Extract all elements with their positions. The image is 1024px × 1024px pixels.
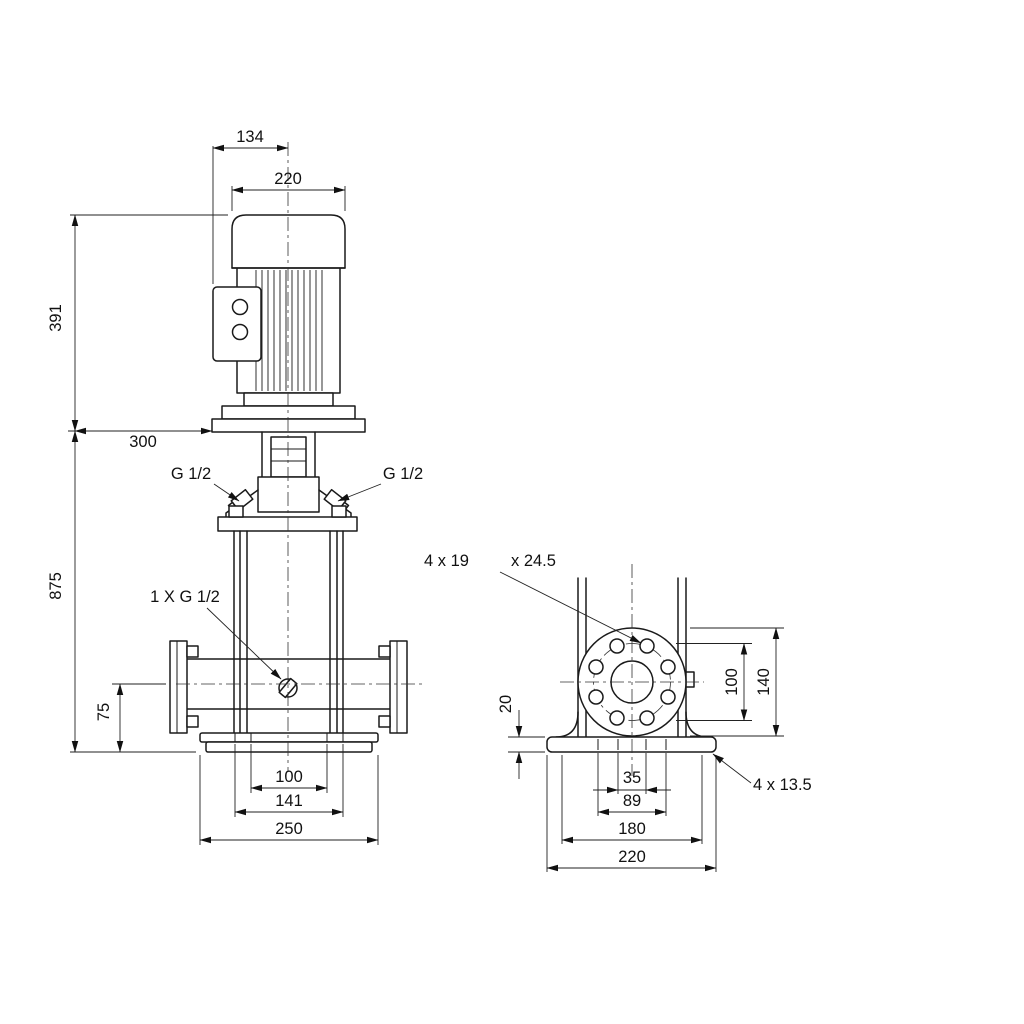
- leader-drain: [206, 607, 282, 680]
- motor: [212, 214, 346, 394]
- leader-flange-holes: [499, 571, 642, 644]
- pump-head: [217, 476, 358, 532]
- bolt-hole: [609, 638, 625, 654]
- dim-motor-height-391: 391: [47, 304, 65, 332]
- base-plate-front: [199, 732, 379, 753]
- discharge-flange: [378, 640, 408, 734]
- labels: 134 220 391 300 875 G 1/2 G 1/2 1 X G 1/…: [47, 128, 812, 866]
- label-base-holes: 4 x 13.5: [753, 776, 812, 794]
- dim-slot-35: 35: [623, 769, 641, 787]
- dim-clearance-300: 300: [129, 433, 157, 451]
- base-plate-side: [546, 736, 717, 753]
- label-flange-holes-a: 4 x 19: [424, 552, 469, 570]
- flange-centerlines: [560, 564, 704, 776]
- dim-slot-89: 89: [623, 792, 641, 810]
- bolt-circle: [593, 643, 671, 721]
- dim-port-height-75: 75: [95, 703, 113, 721]
- bolt-hole: [588, 689, 604, 705]
- leader-base-holes: [712, 753, 752, 784]
- bolt-hole: [588, 659, 604, 675]
- bolt-hole: [639, 638, 655, 654]
- dim-bolt-circle-100: 100: [723, 668, 741, 696]
- front-view: [169, 142, 424, 772]
- dim-total-height-875: 875: [47, 572, 65, 600]
- label-port-g12-right: G 1/2: [383, 465, 423, 483]
- flange-bore: [610, 660, 654, 704]
- bolt-hole: [609, 710, 625, 726]
- dim-base-width-220: 220: [618, 848, 646, 866]
- dimension-lines: [68, 144, 784, 872]
- staybolt-nut: [228, 505, 244, 518]
- cable-entry: [231, 323, 249, 341]
- label-port-g12-left: G 1/2: [171, 465, 211, 483]
- dim-motor-width-220: 220: [274, 170, 302, 188]
- pump-sleeve: [186, 530, 391, 734]
- dim-flange-od-140: 140: [755, 668, 773, 696]
- staybolt-nut: [331, 505, 347, 518]
- dim-plate-20: 20: [497, 695, 515, 713]
- terminal-box: [212, 286, 262, 362]
- dim-base-250: 250: [275, 820, 303, 838]
- cable-entry: [231, 298, 249, 316]
- suction-flange: [169, 640, 199, 734]
- side-tab: [685, 671, 695, 688]
- label-flange-holes-b: x 24.5: [511, 552, 556, 570]
- dim-base-100: 100: [275, 768, 303, 786]
- leader-g12-left: [213, 483, 240, 502]
- label-drain-g12: 1 X G 1/2: [150, 588, 220, 606]
- bolt-hole: [639, 710, 655, 726]
- motor-fins: [255, 270, 323, 391]
- bolt-hole: [660, 689, 676, 705]
- dim-base-141: 141: [275, 792, 303, 810]
- flange-face: [560, 564, 704, 776]
- coupling: [270, 436, 307, 478]
- dim-width-134: 134: [236, 128, 264, 146]
- motor-stool: [211, 392, 366, 478]
- dim-holes-180: 180: [618, 820, 646, 838]
- bolt-hole: [660, 659, 676, 675]
- leader-g12-right: [337, 483, 382, 502]
- side-view: [546, 564, 717, 776]
